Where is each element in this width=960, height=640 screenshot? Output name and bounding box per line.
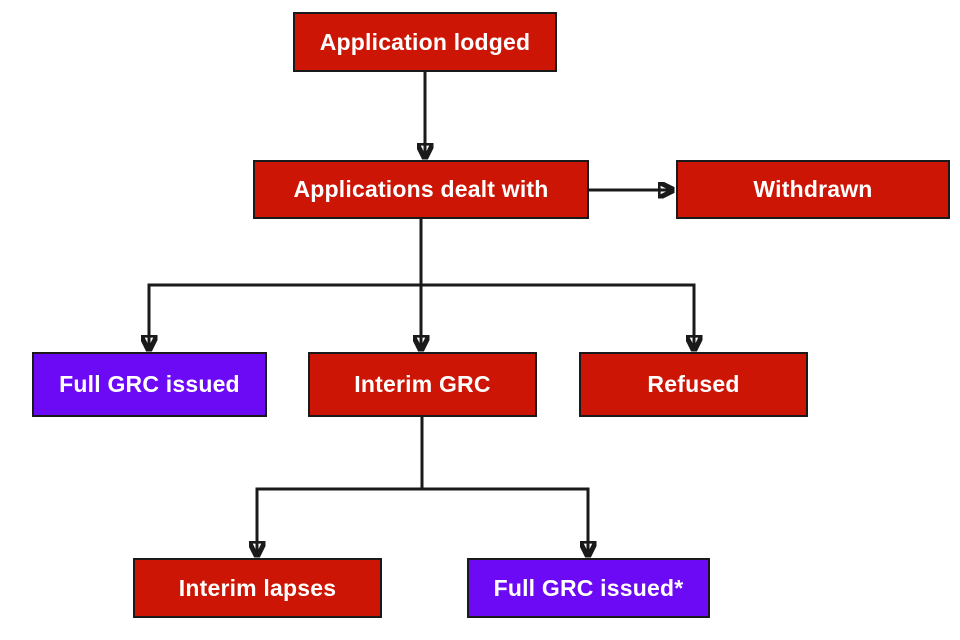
node-application-lodged: Application lodged [293,12,557,72]
node-withdrawn-label: Withdrawn [753,176,873,202]
node-applications-dealt-with-label: Applications dealt with [293,176,549,202]
node-full-grc-issued-star: Full GRC issued* [467,558,710,618]
node-applications-dealt-with: Applications dealt with [253,160,589,219]
node-refused: Refused [579,352,808,417]
node-interim-grc: Interim GRC [308,352,537,417]
node-withdrawn: Withdrawn [676,160,950,219]
node-full-grc-issued-star-label: Full GRC issued* [493,574,684,601]
node-application-lodged-label: Application lodged [319,28,531,55]
node-interim-lapses-label: Interim lapses [178,574,337,601]
node-refused-label: Refused [647,371,740,397]
node-full-grc-issued-label: Full GRC issued [59,371,240,397]
node-interim-grc-label: Interim GRC [354,371,491,397]
node-interim-lapses: Interim lapses [133,558,382,618]
node-full-grc-issued: Full GRC issued [32,352,267,417]
